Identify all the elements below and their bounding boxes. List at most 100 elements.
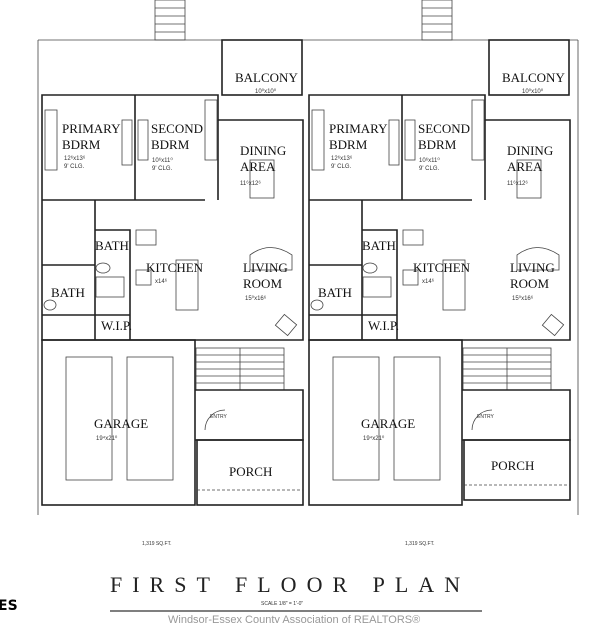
room-label-dining: DINING <box>507 143 553 158</box>
room-label-living: LIVING <box>510 260 555 275</box>
cropped-side-text: ES <box>0 598 18 614</box>
plan-title: FIRST FLOOR PLAN <box>110 572 470 597</box>
closet <box>388 119 400 166</box>
closet <box>137 119 149 161</box>
room-label-living-2: ROOM <box>510 276 549 291</box>
unit-area: 1,319 SQ.FT. <box>405 541 434 547</box>
room-label-entry: ENTRY <box>477 414 495 420</box>
ceiling-height: 9' CLG. <box>64 164 84 170</box>
fridge <box>402 229 424 246</box>
ceiling-height: 9' CLG. <box>152 166 172 172</box>
front-stairs <box>195 347 285 391</box>
interior-walls <box>42 95 219 340</box>
room-label-living: LIVING <box>243 260 288 275</box>
toilet <box>43 299 57 311</box>
room-label-dining-2: AREA <box>507 159 543 174</box>
closet <box>121 119 133 166</box>
dimension: 15⁰x16⁶ <box>512 295 534 302</box>
room-label-primary-bdrm-2: BDRM <box>329 137 368 152</box>
stove <box>402 269 419 286</box>
armchair <box>541 313 565 337</box>
ceiling-height: 9' CLG. <box>331 164 351 170</box>
room-label-primary-bdrm: PRIMARY <box>329 121 388 136</box>
room-label-second-bdrm: SECOND <box>418 121 470 136</box>
dimension: 12⁶x13⁶ <box>331 155 353 162</box>
room-label-bath-2: BATH <box>51 285 85 300</box>
watermark: Windsor-Essex County Association of REAL… <box>168 614 420 623</box>
armchair <box>274 313 298 337</box>
unit-right: BALCONY 10⁰x10⁰ PRIMARY BDRM 12⁶x13⁶ 9' … <box>308 0 571 547</box>
dimension: 19⁴x21⁰ <box>96 435 118 442</box>
room-label-kitchen: KITCHEN <box>146 260 204 275</box>
room-label-second-bdrm-2: BDRM <box>418 137 457 152</box>
room-label-primary-bdrm-2: BDRM <box>62 137 101 152</box>
dimension: 15⁰x16⁶ <box>245 295 267 302</box>
dimension: 11⁶x12⁶ <box>507 180 528 187</box>
dining-table <box>516 159 542 199</box>
room-label-dining: DINING <box>240 143 286 158</box>
interior-walls <box>309 95 486 340</box>
room-label-garage: GARAGE <box>361 416 415 431</box>
closet <box>404 119 416 161</box>
unit-area: 1,319 SQ.FT. <box>142 541 171 547</box>
room-label-bath-2: BATH <box>318 285 352 300</box>
bathtub <box>95 276 125 298</box>
room-label-garage: GARAGE <box>94 416 148 431</box>
closet <box>204 99 218 161</box>
room-label-bath: BATH <box>362 238 396 253</box>
stove <box>135 269 152 286</box>
front-stairs <box>462 347 552 391</box>
dimension: x14⁶ <box>155 278 168 285</box>
unit-left: BALCONY 10⁰x10⁰ PRIMARY BDRM 12⁶x13⁶ 9' … <box>41 0 304 547</box>
toilet <box>362 262 378 274</box>
dimension: x14⁶ <box>422 278 435 285</box>
dimension: 10⁰x10⁰ <box>522 88 544 95</box>
room-label-wip: W.I.P. <box>368 318 399 333</box>
entry-door <box>204 409 226 431</box>
room-label-bath: BATH <box>95 238 129 253</box>
garage-door-panel <box>65 356 113 481</box>
room-label-second-bdrm-2: BDRM <box>151 137 190 152</box>
dimension: 10⁶x11⁰ <box>419 157 440 164</box>
rear-stairs <box>421 0 453 41</box>
closet <box>471 99 485 161</box>
room-label-dining-2: AREA <box>240 159 276 174</box>
room-label-porch: PORCH <box>491 458 534 473</box>
room-label-living-2: ROOM <box>243 276 282 291</box>
garage <box>41 339 196 506</box>
dimension: 19⁴x21⁰ <box>363 435 385 442</box>
sofa <box>249 247 293 271</box>
room-label-wip: W.I.P. <box>101 318 132 333</box>
room-label-primary-bdrm: PRIMARY <box>62 121 121 136</box>
fridge <box>135 229 157 246</box>
scale-label: SCALE 1/8" = 1'-0" <box>261 601 303 607</box>
room-label-balcony: BALCONY <box>502 70 565 85</box>
toilet <box>95 262 111 274</box>
dimension: 10⁰x10⁰ <box>255 88 277 95</box>
garage-door-panel <box>393 356 441 481</box>
room-label-balcony: BALCONY <box>235 70 298 85</box>
garage-door-panel <box>126 356 174 481</box>
room-label-porch: PORCH <box>229 464 272 479</box>
dimension: 10⁶x11⁰ <box>152 157 173 164</box>
entry-door <box>471 409 493 431</box>
garage-door-panel <box>332 356 380 481</box>
dining-table <box>249 159 275 199</box>
room-label-kitchen: KITCHEN <box>413 260 471 275</box>
porch <box>463 439 571 501</box>
garage <box>308 339 463 506</box>
sofa <box>516 247 560 271</box>
kitchen-island <box>442 259 466 311</box>
dimension: 12⁶x13⁶ <box>64 155 86 162</box>
closet <box>44 109 58 171</box>
toilet <box>310 299 324 311</box>
kitchen-island <box>175 259 199 311</box>
porch <box>196 439 304 506</box>
rear-stairs <box>154 0 186 41</box>
room-label-entry: ENTRY <box>210 414 228 420</box>
ceiling-height: 9' CLG. <box>419 166 439 172</box>
bathtub <box>362 276 392 298</box>
room-label-second-bdrm: SECOND <box>151 121 203 136</box>
balcony <box>221 39 303 96</box>
